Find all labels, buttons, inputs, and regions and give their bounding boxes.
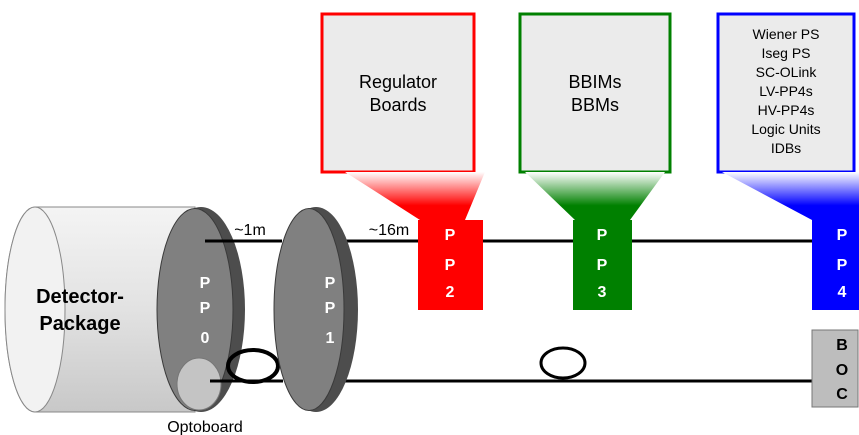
pp4-block: P P 4 [812, 220, 859, 310]
pp4-item: SC-OLink [756, 64, 818, 80]
pp2-block: P P 2 [418, 220, 483, 310]
pp2-letter: P [445, 227, 456, 244]
pp0-letter: 0 [201, 330, 210, 347]
detector-line1: Detector- [36, 286, 124, 308]
cables [205, 239, 812, 384]
pp4-letter: P [837, 257, 848, 274]
pp1-letter: P [325, 275, 336, 292]
pp4-item: IDBs [771, 140, 801, 156]
pp0-letter: P [200, 300, 211, 317]
pp4-letter: 4 [838, 284, 847, 301]
distance-pp1-pp2: ~16m [369, 222, 409, 239]
pp2-letter: 2 [446, 284, 455, 301]
pp4-item: Iseg PS [761, 45, 810, 61]
optoboard-disk [176, 357, 222, 411]
pp0-disk: P P 0 [156, 207, 245, 412]
detector-package: Detector- Package [4, 206, 196, 413]
boc-letter: C [836, 386, 848, 403]
pp4-item: HV-PP4s [758, 102, 815, 118]
pp4-item: Logic Units [751, 121, 820, 137]
pp3-letter: P [597, 227, 608, 244]
boc-letter: B [836, 337, 848, 354]
optoboard-label: Optoboard [167, 419, 243, 435]
distance-pp0-pp1: ~1m [234, 222, 266, 239]
pp4-item: Wiener PS [753, 26, 820, 42]
pp1-disk: P P 1 [273, 207, 358, 412]
pp3-funnel [525, 172, 665, 220]
bbim-bbm-box: BBIMs BBMs [518, 12, 672, 174]
pp2-letter: P [445, 257, 456, 274]
fiber-loop [539, 346, 587, 380]
regulator-boards-box: Regulator Boards [320, 12, 476, 174]
detector-line2: Package [39, 313, 120, 335]
pp3-letter: 3 [598, 284, 607, 301]
boc-letter: O [836, 362, 848, 379]
pp2-funnel [345, 172, 485, 220]
pp3-block: P P 3 [573, 220, 632, 310]
pp4-item: LV-PP4s [759, 83, 812, 99]
bbim-line2: BBMs [571, 95, 619, 115]
pp3-letter: P [597, 257, 608, 274]
regulator-line2: Boards [369, 95, 426, 115]
regulator-line1: Regulator [359, 72, 437, 92]
pp1-letter: P [325, 300, 336, 317]
fiber-loop [226, 348, 280, 384]
pp4-services-box: Wiener PS Iseg PS SC-OLink LV-PP4s HV-PP… [716, 12, 856, 174]
pp4-funnel [722, 172, 859, 220]
boc-block: B O C [811, 329, 859, 408]
pp4-letter: P [837, 227, 848, 244]
bbim-line1: BBIMs [568, 72, 621, 92]
pp0-letter: P [200, 275, 211, 292]
pp1-letter: 1 [326, 330, 335, 347]
